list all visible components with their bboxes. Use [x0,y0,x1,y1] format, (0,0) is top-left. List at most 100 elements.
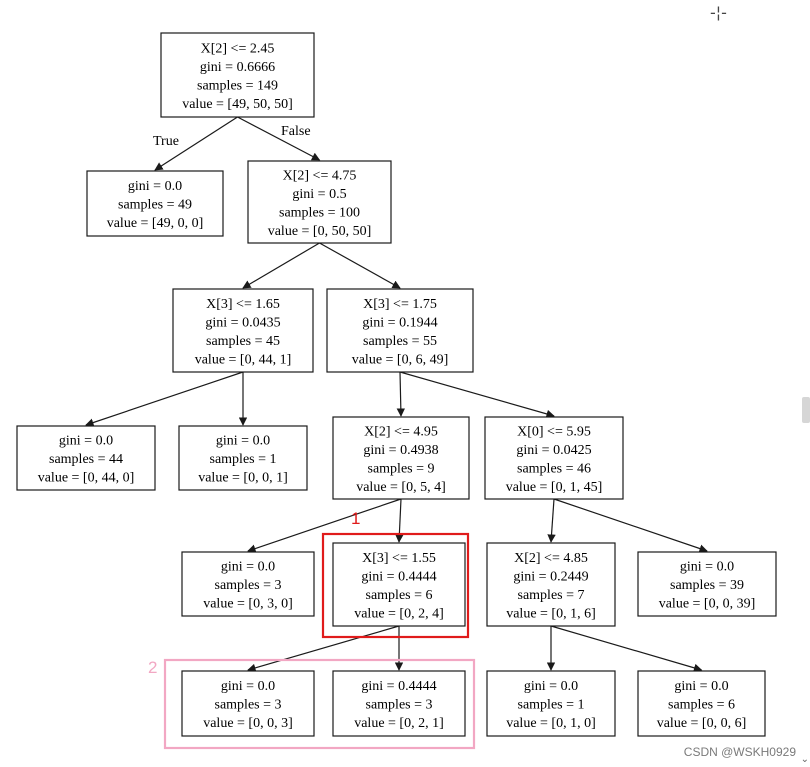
tree-node: X[3] <= 1.65 gini = 0.0435 samples = 45 val… [172,288,314,373]
tree-node-text: gini = 0.0425 [516,443,591,458]
watermark: CSDN @WSKH0929 [683,745,796,759]
tree-node-text: gini = 0.0 [674,679,728,694]
tree-node-text: value = [0, 1, 45] [506,480,603,495]
tree-node-text: value = [0, 44, 1] [195,352,292,367]
tree-node-text: value = [0, 1, 6] [506,606,596,621]
tree-node-text: gini = 0.0 [221,560,275,575]
tree-node-text: gini = 0.4444 [361,569,436,584]
tree-edge [247,498,402,553]
tree-node-box [16,425,156,491]
tree-node-box [332,542,466,627]
tree-node-text: samples = 44 [49,452,123,467]
tree-node-text: value = [49, 50, 50] [182,97,293,112]
tree-node-text: X[2] <= 4.75 [283,168,357,183]
annotations: 12 [148,509,476,750]
tree-node-box [486,542,616,627]
tree-node-text: samples = 3 [366,698,433,713]
crosshair-cursor-icon: -¦- [710,3,727,22]
tree-node-text: gini = 0.1944 [362,315,437,330]
tree-node-text: value = [0, 44, 0] [38,471,135,486]
tree-edge [154,116,238,171]
tree-node: X[2] <= 4.95 gini = 0.4938 samples = 9 valu… [332,416,470,500]
tree-node-box [332,670,466,737]
tree-edge [85,371,244,427]
scrollbar-thumb[interactable] [802,397,810,423]
tree-node-text: gini = 0.0 [524,679,578,694]
tree-node-text: X[3] <= 1.65 [206,297,280,312]
tree-node-text: value = [0, 2, 4] [354,606,444,621]
tree-node-box [86,170,224,237]
tree-node-text: samples = 100 [279,205,360,220]
tree-node-box [247,160,392,244]
tree-node-text: samples = 1 [210,452,277,467]
tree-edges: True False [85,116,708,672]
tree-node-text: samples = 149 [197,78,278,93]
tree-node-text: samples = 9 [368,461,435,476]
tree-node-text: value = [0, 0, 3] [203,716,293,731]
tree-node-text: gini = 0.0 [216,434,270,449]
tree-node-box [172,288,314,373]
tree-node-text: samples = 45 [206,334,280,349]
tree-node-text: value = [0, 5, 4] [356,480,446,495]
tree-node-text: value = [0, 3, 0] [203,597,293,612]
tree-node: gini = 0.0 samples = 49 value = [49, 0, 0] [86,170,224,237]
tree-node-text: gini = 0.0 [59,434,113,449]
tree-node: gini = 0.0 samples = 1 value = [0, 1, 0] [486,670,616,737]
tree-node-text: gini = 0.0435 [205,315,280,330]
tree-edge [550,625,703,672]
tree-node-text: value = [0, 50, 50] [268,224,372,239]
tree-node-text: X[2] <= 2.45 [201,41,275,56]
tree-node-text: value = [0, 0, 6] [657,716,747,731]
tree-edge [237,116,321,161]
annotation-label: 1 [351,509,360,528]
tree-node-text: samples = 55 [363,334,437,349]
tree-node-text: value = [49, 0, 0] [107,216,204,231]
tree-node-text: X[0] <= 5.95 [517,424,591,439]
tree-node-box [484,416,624,500]
tree-node-text: gini = 0.0 [680,560,734,575]
tree-node-text: gini = 0.0 [221,679,275,694]
tree-edge [396,371,406,417]
tree-node-text: samples = 6 [366,588,433,603]
tree-node-text: samples = 49 [118,198,192,213]
scroll-down-arrow-icon[interactable]: ⌄ [800,754,809,765]
edge-label: False [281,124,311,139]
tree-node-text: X[3] <= 1.55 [362,551,436,566]
tree-node-box [637,551,777,617]
tree-node-box [160,32,315,118]
tree-node-box [178,425,308,491]
edge-label: True [153,134,179,149]
tree-node-text: gini = 0.4938 [363,443,438,458]
tree-node-box [181,551,315,617]
tree-node: X[3] <= 1.55 gini = 0.4444 samples = 6 valu… [332,542,466,627]
tree-edge [247,625,400,672]
tree-node-text: gini = 0.0 [128,179,182,194]
annotation-highlight-box [321,532,470,639]
tree-node-text: value = [0, 0, 1] [198,471,288,486]
tree-node-box [181,670,315,737]
tree-node-text: gini = 0.2449 [513,569,588,584]
tree-node-text: value = [0, 6, 49] [352,352,449,367]
tree-node: gini = 0.0 samples = 1 value = [0, 0, 1] [178,425,308,491]
tree-node-text: value = [0, 0, 39] [659,597,756,612]
annotation-highlight-box [163,658,476,750]
tree-node-text: samples = 1 [518,698,585,713]
tree-node-box [332,416,470,500]
tree-edge [395,498,404,543]
tree-edge [319,242,401,289]
tree-node-text: X[2] <= 4.95 [364,424,438,439]
tree-node-text: gini = 0.5 [292,187,346,202]
tree-node-text: value = [0, 1, 0] [506,716,596,731]
tree-node: gini = 0.0 samples = 6 value = [0, 0, 6] [637,670,766,737]
tree-node-text: samples = 6 [668,698,735,713]
tree-edge [399,371,555,418]
tree-node: gini = 0.0 samples = 44 value = [0, 44, 0] [16,425,156,491]
